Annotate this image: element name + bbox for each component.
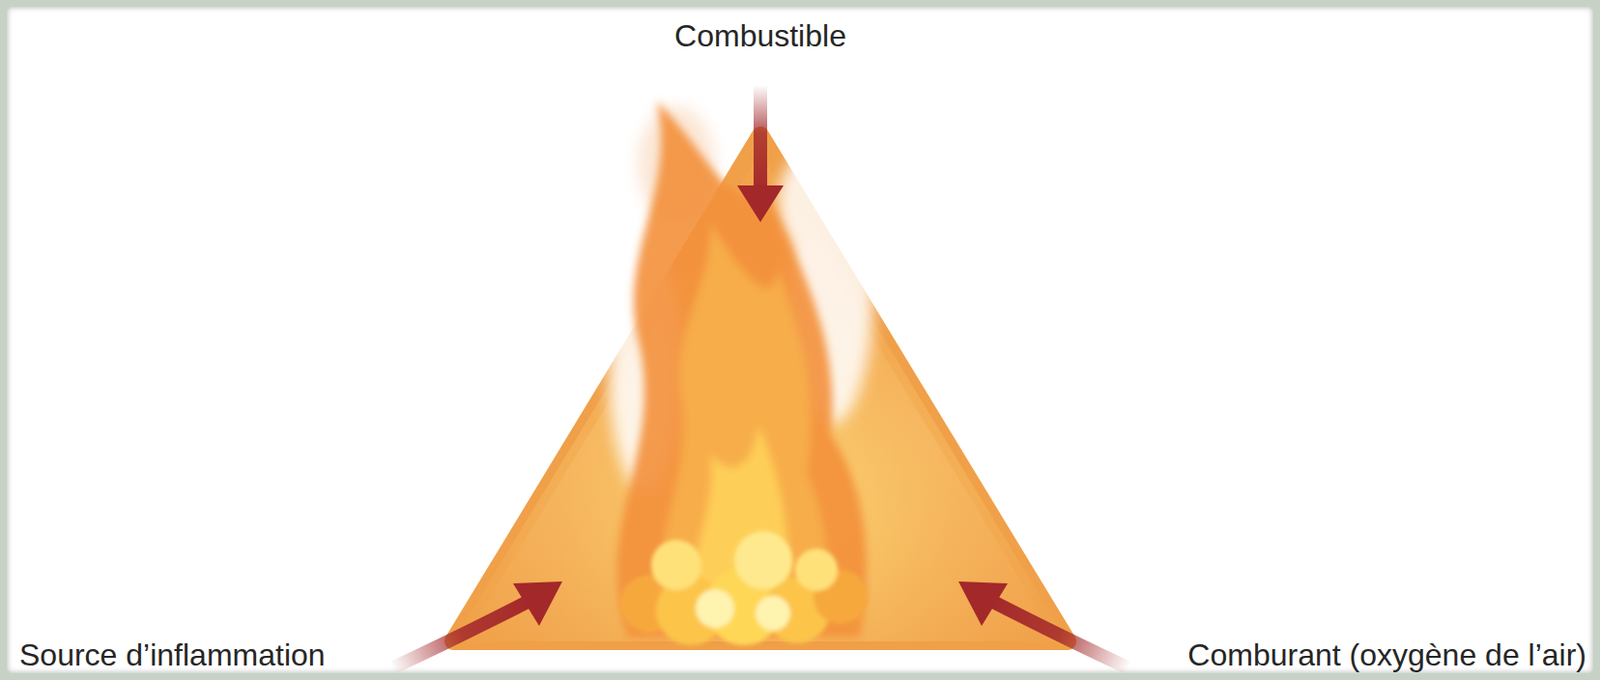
triangle-glow — [453, 135, 1068, 642]
flames — [617, 101, 867, 638]
label: Combustible — [674, 19, 847, 54]
arrow-shaft — [753, 85, 768, 192]
arrow-shaft — [987, 599, 1130, 669]
arrow-shaft — [391, 599, 534, 669]
label: Source d’inflammation — [19, 638, 326, 673]
fire-base — [620, 531, 868, 646]
arrows — [391, 85, 1130, 669]
arrow-head — [513, 581, 563, 627]
arrow-head — [958, 581, 1008, 627]
label: Comburant (oxygène de l’air) — [1187, 638, 1587, 673]
arrow-head — [737, 185, 784, 223]
triangle — [453, 135, 1068, 642]
